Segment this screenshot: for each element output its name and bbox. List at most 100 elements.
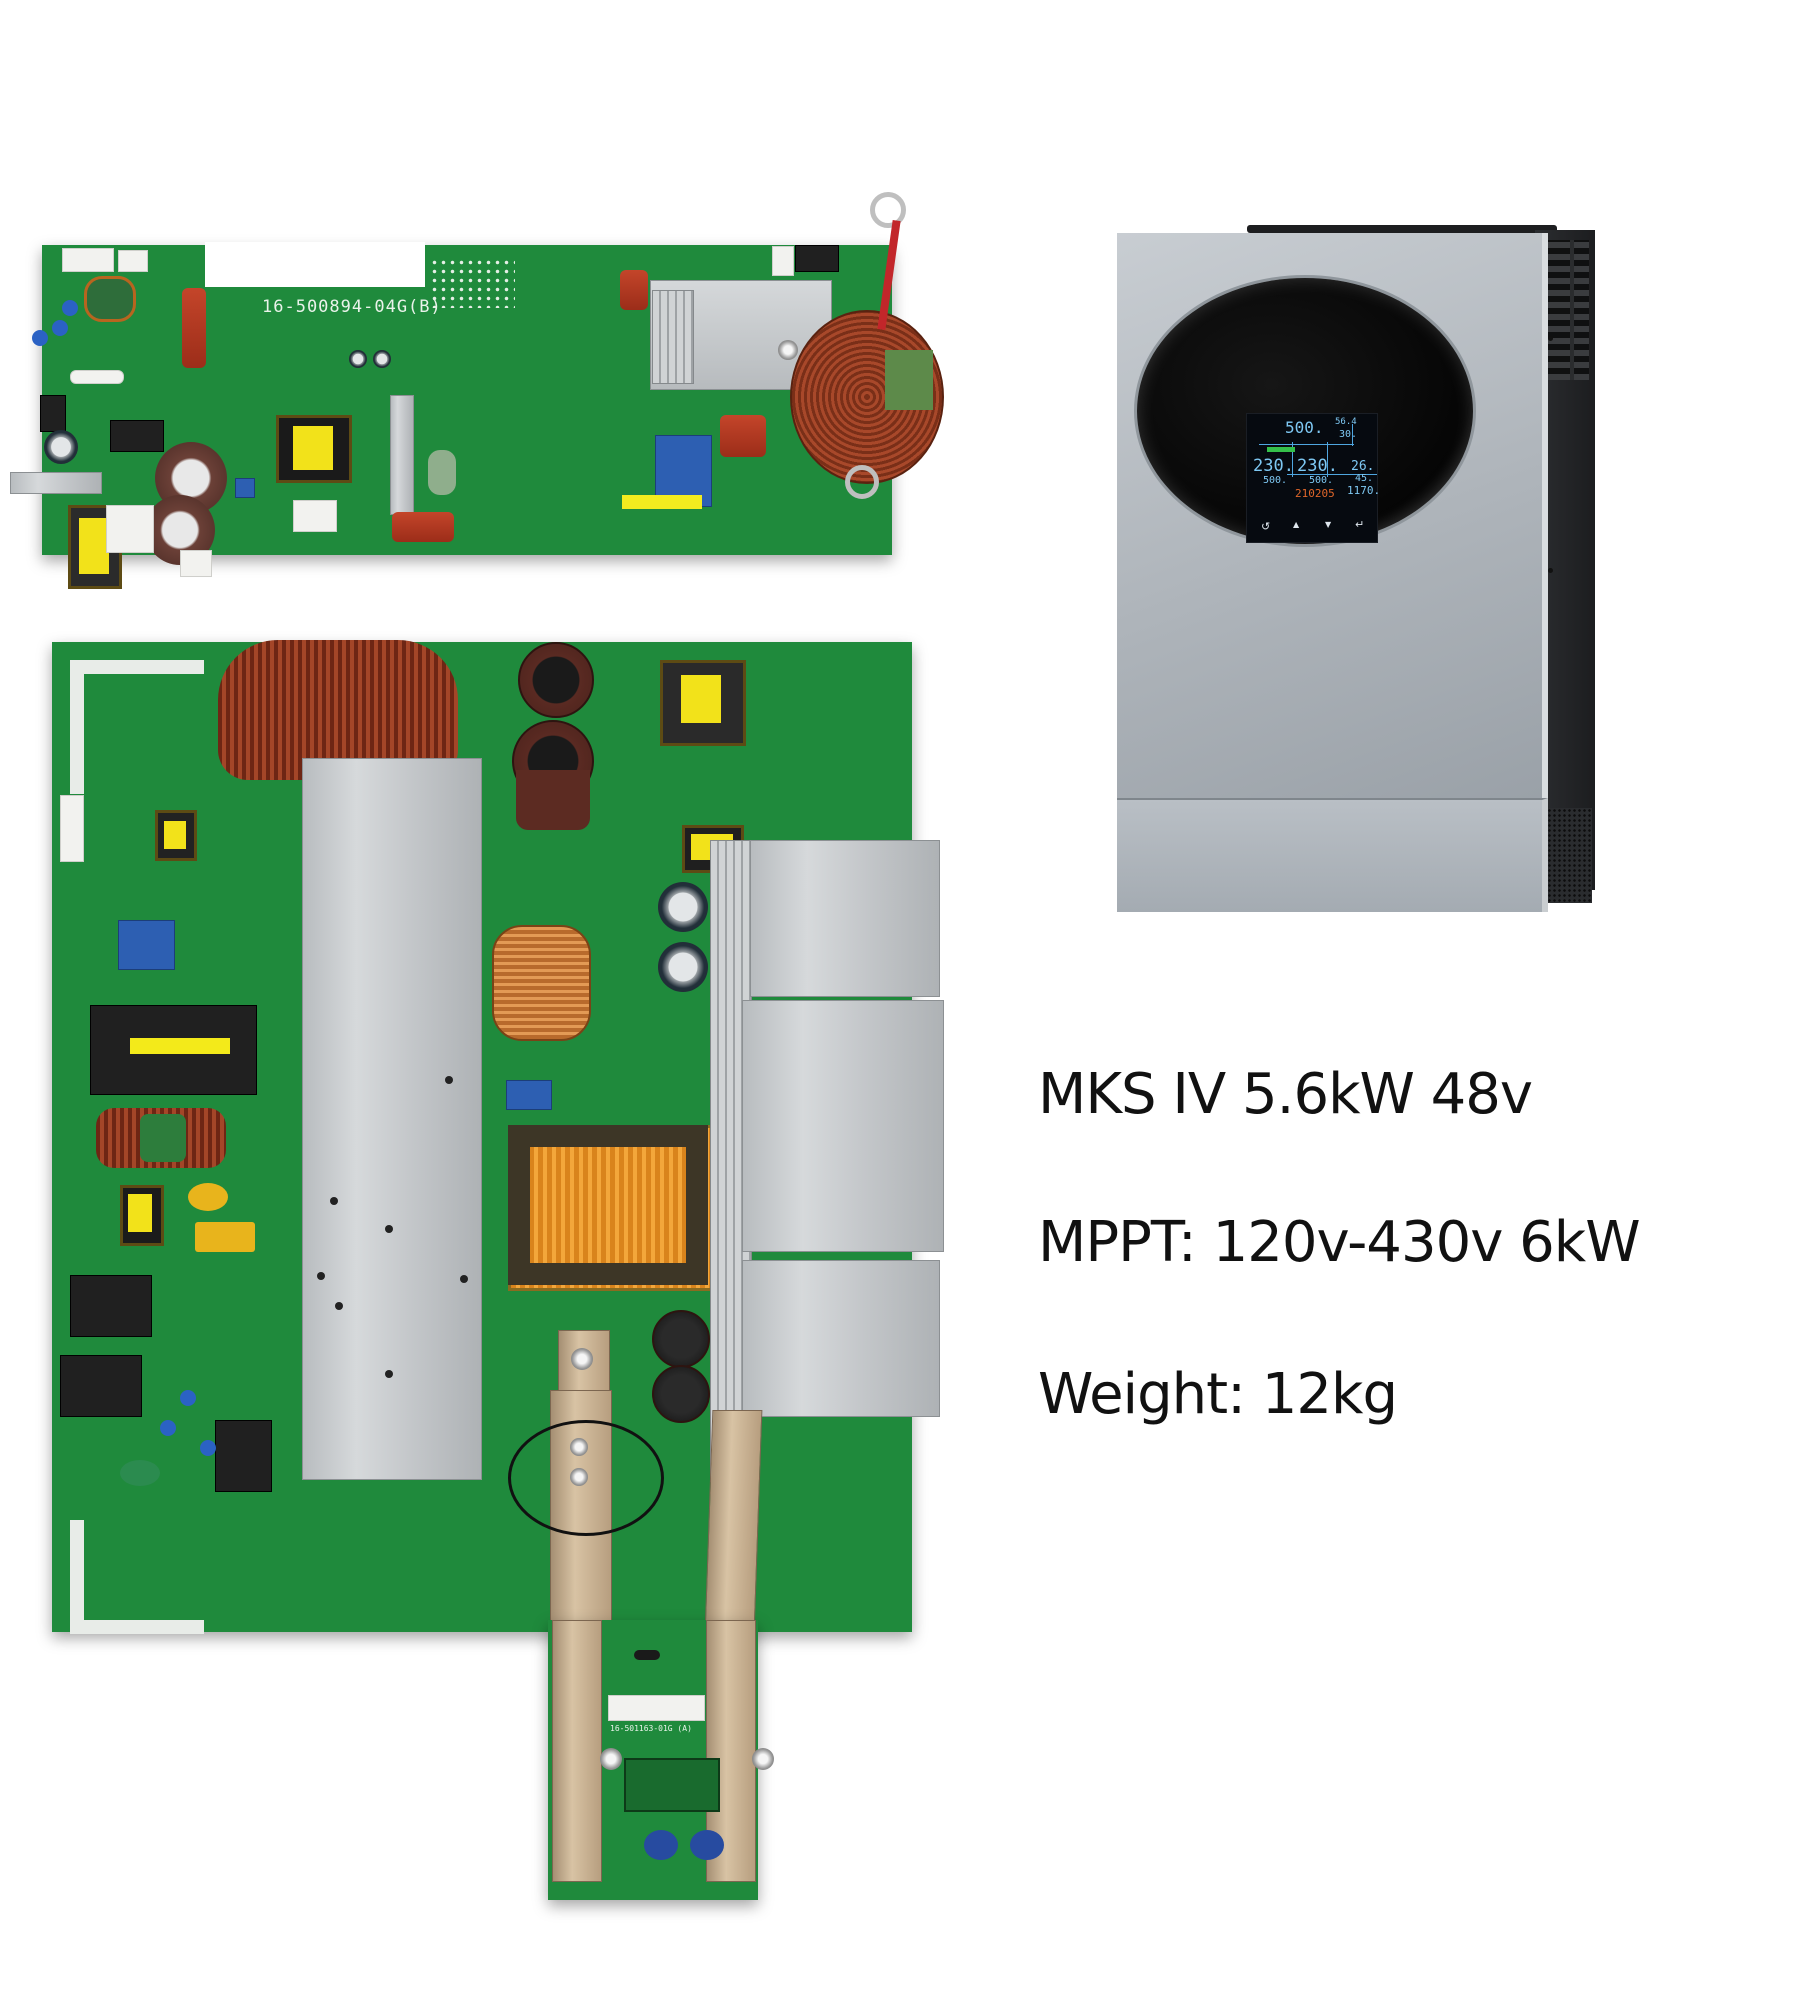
film-capacitor — [720, 415, 766, 457]
heatsink-hole — [330, 1197, 338, 1205]
lcd-line — [1292, 442, 1293, 477]
small-transformer — [120, 1185, 164, 1246]
ceramic-capacitor — [644, 1830, 678, 1860]
lcd-line — [1259, 444, 1354, 445]
transformer-winding — [79, 518, 109, 574]
down-button[interactable]: ▼ — [1325, 520, 1332, 529]
small-heatsink — [10, 472, 102, 494]
electrolytic-capacitor — [658, 882, 708, 932]
lcd-line — [1287, 474, 1377, 475]
right-heatsink-middle — [742, 1000, 944, 1252]
lcd-output-voltage: 230. — [1297, 456, 1338, 476]
extension-board-part-number: 16-501163-01G (A) — [610, 1724, 692, 1733]
arrow-marking — [634, 1650, 660, 1660]
warning-label — [622, 495, 702, 509]
small-capacitor — [349, 350, 367, 368]
green-ferrite — [140, 1114, 186, 1162]
lcd-load-watts: 1170. — [1347, 484, 1381, 497]
regulator — [110, 420, 164, 452]
transformer-winding — [164, 821, 186, 849]
fuse — [70, 370, 124, 384]
mounting-screw — [600, 1748, 622, 1770]
mppt-spec: MPPT: 120v-430v 6kW — [1038, 1210, 1641, 1275]
yellow-tape — [130, 1038, 230, 1054]
small-capacitor — [373, 350, 391, 368]
main-pcb-board: 16-501163-01G (A) — [30, 620, 960, 1920]
x-capacitor — [195, 1222, 255, 1252]
aux-transformer — [660, 660, 746, 746]
heatsink-hole — [385, 1370, 393, 1378]
weight-spec: Weight: 12kg — [1038, 1362, 1398, 1427]
heatsink-hole — [445, 1076, 453, 1084]
current-sensor — [118, 920, 175, 970]
trimmer — [235, 478, 255, 498]
lcd-grid-power: 500. — [1263, 475, 1288, 486]
electrolytic-capacitor — [658, 942, 708, 992]
top-pcb-notch — [205, 242, 425, 287]
electrolytic-capacitor — [44, 430, 78, 464]
vertical-heatsink — [390, 395, 414, 515]
lcd-output-power: 500. — [1309, 475, 1334, 486]
side-connector — [60, 795, 84, 862]
lcd-grid-voltage: 230. — [1253, 456, 1294, 476]
lcd-battery-voltage: 56.4 — [1335, 417, 1357, 427]
lcd-temperature: 26. — [1351, 459, 1375, 474]
back-button[interactable]: ↺ — [1261, 520, 1271, 533]
silkscreen-border — [70, 660, 204, 794]
bottom-mesh-vent — [1547, 808, 1592, 903]
relay — [70, 1275, 152, 1337]
bulk-capacitor — [518, 642, 594, 718]
model-spec: MKS IV 5.6kW 48v — [1038, 1062, 1533, 1127]
lcd-load-percent: 45. — [1355, 473, 1374, 484]
heatsink-fins — [652, 290, 694, 384]
mounting-screw — [752, 1748, 774, 1770]
film-capacitor — [620, 270, 648, 310]
ceramic-capacitor — [32, 330, 48, 346]
green-y-capacitor — [120, 1460, 160, 1486]
ring-terminal — [845, 465, 879, 499]
cable-loop — [508, 1420, 664, 1536]
top-board-part-number: 16-500894-04G(B) — [262, 297, 442, 317]
heatsink-hole — [385, 1225, 393, 1233]
bulk-capacitor-body — [516, 770, 590, 830]
film-capacitor — [182, 288, 206, 368]
silkscreen-border — [70, 1520, 204, 1634]
y-capacitor — [188, 1183, 228, 1211]
extension-busbar — [552, 1620, 602, 1882]
electrolytic-capacitor — [652, 1310, 710, 1368]
lcd-screen: 500. 56.4 30. 230. 500. 230. 500. 26. 45… — [1246, 413, 1381, 543]
ceramic-capacitor — [160, 1420, 176, 1436]
y-capacitor — [106, 505, 154, 553]
relay — [60, 1355, 142, 1417]
heatsink-screw — [778, 340, 798, 360]
ring-terminal — [870, 192, 906, 228]
right-heatsink-top — [750, 840, 940, 997]
transformer-core — [508, 1125, 708, 1285]
common-mode-choke — [428, 450, 456, 495]
flyback-transformer — [276, 415, 352, 483]
lcd-line — [1352, 424, 1353, 446]
label-strip — [608, 1695, 705, 1721]
electrolytic-capacitor — [652, 1365, 710, 1423]
heatsink-hole — [317, 1272, 325, 1280]
relay — [215, 1420, 272, 1492]
toroidal-inductor — [218, 640, 458, 780]
lcd-pv-power: 500. — [1285, 418, 1324, 437]
connector — [118, 250, 148, 272]
transformer-winding — [681, 675, 721, 723]
film-capacitor — [392, 512, 454, 542]
connector — [180, 550, 212, 577]
ceramic-capacitor — [180, 1390, 196, 1406]
up-button[interactable]: ▲ — [1293, 520, 1300, 529]
inverter-top-edge — [1247, 225, 1557, 233]
inductor — [84, 276, 136, 322]
window-cutout — [624, 1758, 720, 1812]
ceramic-capacitor — [52, 320, 68, 336]
transformer-winding — [128, 1194, 152, 1232]
lcd-counter: 210205 — [1295, 487, 1335, 500]
heatsink-hole — [335, 1302, 343, 1310]
green-ferrite — [885, 350, 933, 410]
enter-button[interactable]: ↵ — [1355, 518, 1365, 531]
ceramic-capacitor — [690, 1830, 724, 1860]
aux-transformer — [155, 810, 197, 861]
